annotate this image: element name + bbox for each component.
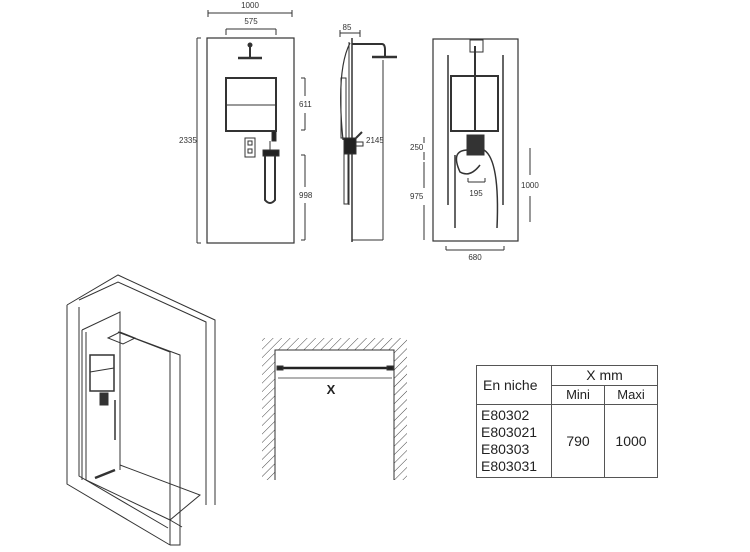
niche-x-label: X [327,382,336,397]
back-view [423,38,531,251]
isometric-view [66,274,216,546]
dim-side-height: 2145 [366,136,384,145]
dim-base-width: 680 [468,253,482,262]
model-item: E80303 [481,441,530,457]
niche-dimensions-table: En niche X mm Mini Maxi E80302 E803021 E… [476,365,658,478]
table-group-header: X mm [551,365,658,386]
table-col-min: Mini [551,384,605,405]
niche-diagram [262,338,407,480]
dim-hand-shower-height: 998 [299,191,313,200]
dim-overall-height: 2335 [179,136,197,145]
side-view [339,30,397,242]
table-header-label: En niche [476,365,552,405]
dim-panel-height: 611 [299,100,312,109]
table-min-value: 790 [551,404,605,478]
dim-depth: 85 [343,23,352,32]
front-view [196,10,306,244]
dim-hose-width: 195 [469,189,483,198]
model-item: E80302 [481,407,530,423]
table-col-max: Maxi [604,384,658,405]
table-max-value: 1000 [604,404,658,478]
dim-valve-height: 975 [410,192,424,201]
dim-rail-height: 1000 [521,181,539,190]
dim-overall-width: 1000 [241,1,259,10]
model-item: E803031 [481,458,538,474]
dim-valve-offset: 250 [410,143,424,152]
table-models-cell: E80302 E803021 E80303 E803031 [476,404,552,478]
dim-head-width: 575 [244,17,258,26]
model-item: E803021 [481,424,538,440]
